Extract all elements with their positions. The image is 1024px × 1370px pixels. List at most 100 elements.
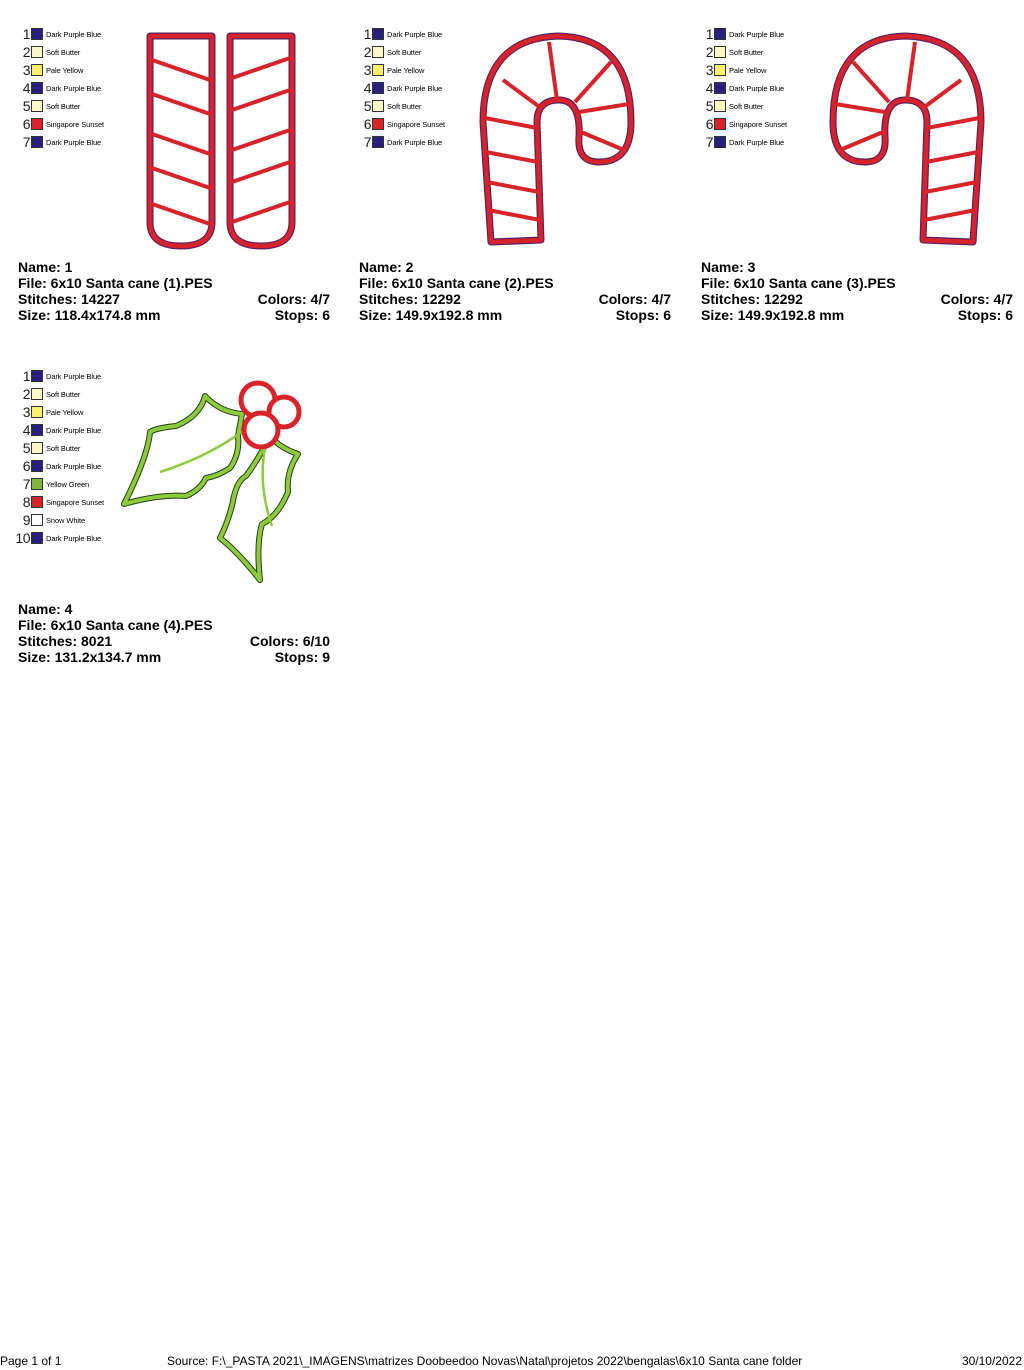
legend-label: Soft Butter <box>46 101 81 111</box>
legend-label: Soft Butter <box>46 389 81 399</box>
color-swatch <box>714 28 726 40</box>
legend-number: 4 <box>22 80 31 96</box>
legend-row: 6 Dark Purple Blue <box>14 458 101 474</box>
color-swatch <box>714 64 726 76</box>
legend-label: Dark Purple Blue <box>387 137 443 147</box>
legend-number: 7 <box>705 134 714 150</box>
design-stops: Stops: 9 <box>274 649 330 665</box>
legend-number: 3 <box>705 62 714 78</box>
legend-label: Dark Purple Blue <box>46 425 102 435</box>
design-name: Name: 4 <box>18 601 73 617</box>
color-swatch <box>372 136 384 148</box>
legend-row: 3 Pale Yellow <box>14 404 84 420</box>
legend-label: Singapore Sunset <box>387 119 446 129</box>
legend-number: 6 <box>705 116 714 132</box>
design-size: Size: 131.2x134.7 mm <box>18 649 162 665</box>
color-swatch <box>31 64 43 76</box>
color-swatch <box>31 136 43 148</box>
legend-number: 4 <box>22 422 31 438</box>
color-swatch <box>31 478 43 490</box>
color-swatch <box>372 82 384 94</box>
source-path: Source: F:\_PASTA 2021\_IMAGENS\matrizes… <box>167 1354 803 1368</box>
design-colors: Colors: 6/10 <box>249 633 330 649</box>
candy-cane-stripes-icon <box>146 32 296 250</box>
color-swatch <box>714 100 726 112</box>
legend-number: 6 <box>363 116 372 132</box>
legend-label: Dark Purple Blue <box>46 371 102 381</box>
legend-label: Dark Purple Blue <box>729 29 785 39</box>
legend-label: Soft Butter <box>387 101 422 111</box>
legend-label: Snow White <box>46 515 86 525</box>
legend-number: 1 <box>22 368 31 384</box>
design-colors: Colors: 4/7 <box>598 291 671 307</box>
color-swatch <box>31 514 43 526</box>
design-size: Size: 149.9x192.8 mm <box>701 307 845 323</box>
legend-label: Soft Butter <box>729 47 764 57</box>
color-swatch <box>714 46 726 58</box>
color-swatch <box>31 424 43 436</box>
color-swatch <box>31 82 43 94</box>
legend-number: 6 <box>22 458 31 474</box>
design-stops: Stops: 6 <box>615 307 671 323</box>
legend-label: Soft Butter <box>729 101 764 111</box>
design-name: Name: 3 <box>701 259 756 275</box>
legend-number: 4 <box>705 80 714 96</box>
design-file: File: 6x10 Santa cane (2).PES <box>359 275 554 291</box>
candy-cane-left-icon <box>829 32 985 246</box>
legend-label: Pale Yellow <box>46 407 84 417</box>
legend-number: 6 <box>22 116 31 132</box>
legend-row: 4 Dark Purple Blue <box>14 422 101 438</box>
color-swatch <box>372 64 384 76</box>
color-swatch <box>372 118 384 130</box>
legend-number: 4 <box>363 80 372 96</box>
legend-label: Dark Purple Blue <box>387 83 443 93</box>
design-info: Name: 2 File: 6x10 Santa cane (2).PES St… <box>359 259 671 323</box>
legend-label: Dark Purple Blue <box>46 533 102 543</box>
color-swatch <box>31 46 43 58</box>
design-stitches: Stitches: 12292 <box>359 291 461 307</box>
color-swatch <box>372 28 384 40</box>
legend-row: 1 Dark Purple Blue <box>14 368 101 384</box>
legend-label: Dark Purple Blue <box>46 461 102 471</box>
design-stitches: Stitches: 8021 <box>18 633 113 649</box>
legend-number: 3 <box>22 404 31 420</box>
design-file: File: 6x10 Santa cane (1).PES <box>18 275 213 291</box>
legend-row: 9 Snow White <box>14 512 85 528</box>
color-swatch <box>31 28 43 40</box>
legend-label: Singapore Sunset <box>46 497 105 507</box>
color-swatch <box>372 100 384 112</box>
holly-berries-icon <box>121 380 302 583</box>
design-file: File: 6x10 Santa cane (4).PES <box>18 617 213 633</box>
color-swatch <box>31 532 43 544</box>
color-swatch <box>31 406 43 418</box>
legend-row: 10 Dark Purple Blue <box>14 530 101 546</box>
color-swatch <box>714 118 726 130</box>
legend-number: 5 <box>22 440 31 456</box>
legend-number: 3 <box>363 62 372 78</box>
color-swatch <box>372 46 384 58</box>
design-stitches: Stitches: 12292 <box>701 291 803 307</box>
legend-label: Dark Purple Blue <box>46 29 102 39</box>
legend-number: 3 <box>22 62 31 78</box>
legend-number: 10 <box>15 530 30 546</box>
legend-number: 9 <box>22 512 31 528</box>
design-colors: Colors: 4/7 <box>940 291 1013 307</box>
